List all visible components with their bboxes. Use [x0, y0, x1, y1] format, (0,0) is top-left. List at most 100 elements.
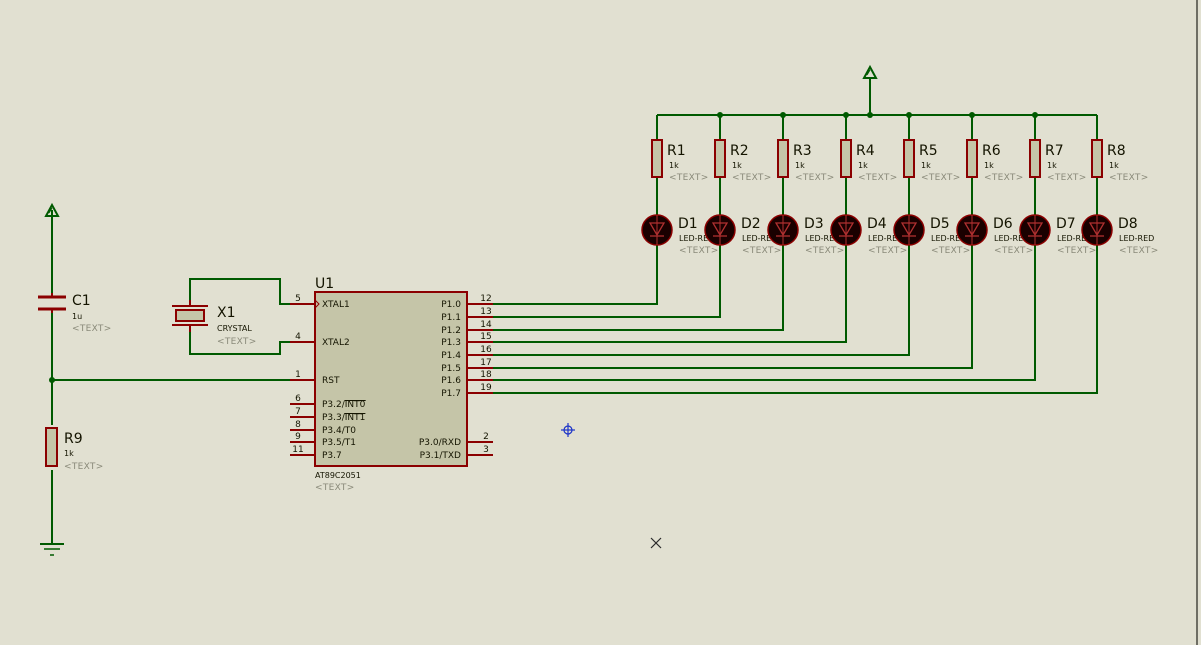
resistor-text-placeholder: <TEXT>: [669, 173, 709, 183]
port-wire-2: [493, 115, 721, 318]
led-ref: D8: [1118, 216, 1138, 232]
resistor-text-placeholder: <TEXT>: [984, 173, 1024, 183]
u1-pin-name: P3.2/INT0: [322, 400, 366, 410]
capacitor-c1[interactable]: C1 1u <TEXT>: [38, 293, 112, 334]
led-value: LED-RED: [931, 234, 966, 243]
u1-pin-number: 11: [292, 445, 303, 455]
u1-pin-number: 8: [295, 420, 301, 430]
port-wire-3: [493, 115, 784, 331]
resistor-value: 1k: [984, 161, 994, 170]
u1-pin-7[interactable]: 7P3.3/INT1: [290, 407, 366, 423]
led-ref: D7: [1056, 216, 1076, 232]
u1-pin-name: XTAL2: [322, 338, 350, 348]
resistor-value: 1k: [669, 161, 679, 170]
resistor-value: 1k: [1047, 161, 1057, 170]
u1-pin-3[interactable]: 3P3.1/TXD: [420, 445, 493, 461]
junctions: [49, 112, 1038, 383]
u1-pin-name: P3.5/T1: [322, 438, 356, 448]
resistor-ref: R3: [793, 143, 812, 159]
resistor-ref: R7: [1045, 143, 1064, 159]
u1-pin-number: 2: [483, 432, 489, 442]
c1-value: 1u: [72, 312, 82, 321]
u1-pin-number: 6: [295, 394, 301, 404]
led-value: LED-RED: [742, 234, 777, 243]
u1-pin-name: P3.7: [322, 451, 342, 461]
u1-pin-name: RST: [322, 376, 340, 386]
u1-pin-8[interactable]: 8P3.4/T0: [290, 420, 356, 436]
origin-x-marker-icon: [650, 537, 662, 549]
u1-pin-name: P1.6: [441, 376, 461, 386]
resistor-text-placeholder: <TEXT>: [1047, 173, 1087, 183]
x1-ref: X1: [217, 305, 236, 321]
u1-pin-number: 12: [480, 294, 491, 304]
resistor-r9[interactable]: R9 1k <TEXT>: [45, 427, 104, 472]
led-ref: D3: [804, 216, 824, 232]
u1-pin-6[interactable]: 6P3.2/INT0: [290, 394, 366, 410]
u1-pin-number: 18: [480, 370, 492, 380]
u1-pin-number: 4: [295, 332, 301, 342]
resistor-text-placeholder: <TEXT>: [732, 173, 772, 183]
power-terminal-left[interactable]: [44, 202, 60, 218]
resistor-text-placeholder: <TEXT>: [795, 173, 835, 183]
resistor-ref: R2: [730, 143, 749, 159]
led-ref: D2: [741, 216, 761, 232]
ground-terminal[interactable]: [40, 543, 64, 556]
led-array: R11k<TEXT>D1LED-RED<TEXT>R21k<TEXT>D2LED…: [493, 115, 1159, 394]
resistor-r1[interactable]: R1 1k <TEXT>: [651, 139, 709, 183]
resistor-ref: R4: [856, 143, 875, 159]
u1-pin-number: 1: [295, 370, 301, 380]
u1-pin-2[interactable]: 2P3.0/RXD: [419, 432, 493, 448]
u1-text-placeholder: <TEXT>: [315, 483, 355, 493]
port-wire-6: [493, 115, 973, 369]
microcontroller-u1[interactable]: U1 5XTAL14XTAL21RST6P3.2/INT07P3.3/INT18…: [290, 276, 493, 493]
u1-pin-number: 16: [480, 345, 492, 355]
resistor-ref: R1: [667, 143, 686, 159]
r9-value: 1k: [64, 449, 74, 458]
led-value: LED-RED: [805, 234, 840, 243]
port-wire-8: [493, 115, 1098, 394]
u1-pin-9[interactable]: 9P3.5/T1: [290, 432, 356, 448]
led-value: LED-RED: [868, 234, 903, 243]
u1-pin-number: 5: [295, 294, 301, 304]
resistor-r7[interactable]: R7 1k <TEXT>: [1029, 139, 1087, 183]
u1-pin-number: 17: [480, 358, 491, 368]
led-value: LED-RED: [679, 234, 714, 243]
u1-pin-name: P1.2: [441, 326, 461, 336]
led-ref: D4: [867, 216, 887, 232]
u1-pin-name: P3.0/RXD: [419, 438, 461, 448]
led-text-placeholder: <TEXT>: [1119, 246, 1159, 256]
u1-pin-number: 19: [480, 383, 492, 393]
u1-pin-name: P3.4/T0: [322, 426, 356, 436]
crystal-x1[interactable]: X1 CRYSTAL <TEXT>: [172, 300, 257, 347]
power-terminal-top[interactable]: [862, 64, 878, 79]
u1-pin-number: 7: [295, 407, 301, 417]
u1-pin-name: P1.3: [441, 338, 461, 348]
